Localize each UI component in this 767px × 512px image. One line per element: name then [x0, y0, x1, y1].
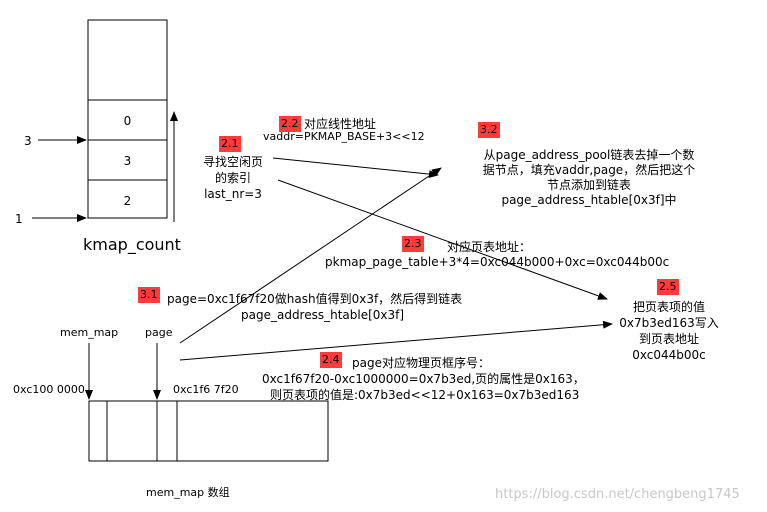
mem-map-label: mem_map — [60, 326, 119, 339]
kmap-count-label: kmap_count — [83, 235, 181, 254]
step-2-5-badge: 2.5 — [657, 279, 679, 295]
kmap-cell-0: 0 — [123, 114, 132, 128]
step-2-3-badge: 2.3 — [402, 236, 424, 252]
step-3-1-badge: 3.1 — [138, 287, 160, 303]
step-2-2-formula: vaddr=PKMAP_BASE+3<<12 — [263, 130, 425, 143]
step-2-4-line-1: 0xc1f67f20-0xc1000000=0x7b3ed,页的属性是0x163… — [262, 372, 585, 386]
step-2-2-title: 对应线性地址 — [304, 117, 377, 131]
step-3-2-line-2: 据节点，填充vaddr,page，然后把这个 — [482, 163, 696, 177]
step-2-4-title: page对应物理页框序号： — [352, 356, 490, 370]
step-2-2-badge: 2.2 — [279, 116, 301, 132]
step-2-5-line-3: 到页表地址 — [638, 332, 699, 346]
mem-map-start-address: 0xc100 0000 — [13, 383, 85, 396]
arrow-label-bottom: 1 — [15, 212, 23, 226]
arrow-page-to-step-3-2 — [179, 167, 442, 344]
step-3-2-line-1: 从page_address_pool链表去掉一个数 — [483, 148, 695, 162]
step-3-1-line-1: page=0xc1f67f20做hash值得到0x3f，然后得到链表 — [167, 292, 463, 306]
step-2-1-badge: 2.1 — [219, 136, 241, 152]
watermark-text: https://blog.csdn.net/chengbeng1745 — [495, 487, 740, 502]
step-3-2-line-3: 节点添加到链表 — [546, 178, 631, 192]
mem-map-array — [88, 400, 329, 462]
arrow-to-step-3-2 — [272, 157, 439, 179]
step-2-1-line-2: 的索引 — [214, 171, 251, 185]
step-2-3-title: 对应页表地址： — [447, 240, 532, 254]
mem-map-caption: mem_map 数组 — [146, 486, 230, 499]
step-3-2-badge: 3.2 — [478, 122, 500, 138]
kmap-cell-1: 3 — [123, 154, 132, 168]
kmap-cell-2: 2 — [123, 194, 132, 208]
step-2-1-line-1: 寻找空闲页 — [202, 155, 263, 169]
arrow-to-step-2-5 — [277, 179, 608, 300]
step-2-4-badge: 2.4 — [320, 352, 342, 368]
step-2-3-formula: pkmap_page_table+3*4=0xc044b000+0xc=0xc0… — [325, 255, 670, 269]
step-2-5-line-2: 0x7b3ed163写入 — [619, 316, 719, 330]
step-2-4-line-2: 则页表项的值是:0x7b3ed<<12+0x163=0x7b3ed163 — [270, 388, 580, 402]
arrow-label-top: 3 — [24, 134, 32, 148]
step-2-5-line-1: 把页表项的值 — [632, 300, 705, 314]
page-address: 0xc1f6 7f20 — [173, 383, 239, 396]
step-3-1-line-2: page_address_htable[0x3f] — [241, 308, 405, 322]
step-3-2-line-4: page_address_htable[0x3f]中 — [501, 193, 677, 207]
page-label: page — [145, 326, 173, 339]
kmap-count-stack — [87, 19, 168, 219]
arrow-page-to-step-2-5 — [179, 320, 613, 361]
step-2-1-line-3: last_nr=3 — [204, 187, 262, 201]
step-2-5-line-4: 0xc044b00c — [632, 348, 706, 362]
